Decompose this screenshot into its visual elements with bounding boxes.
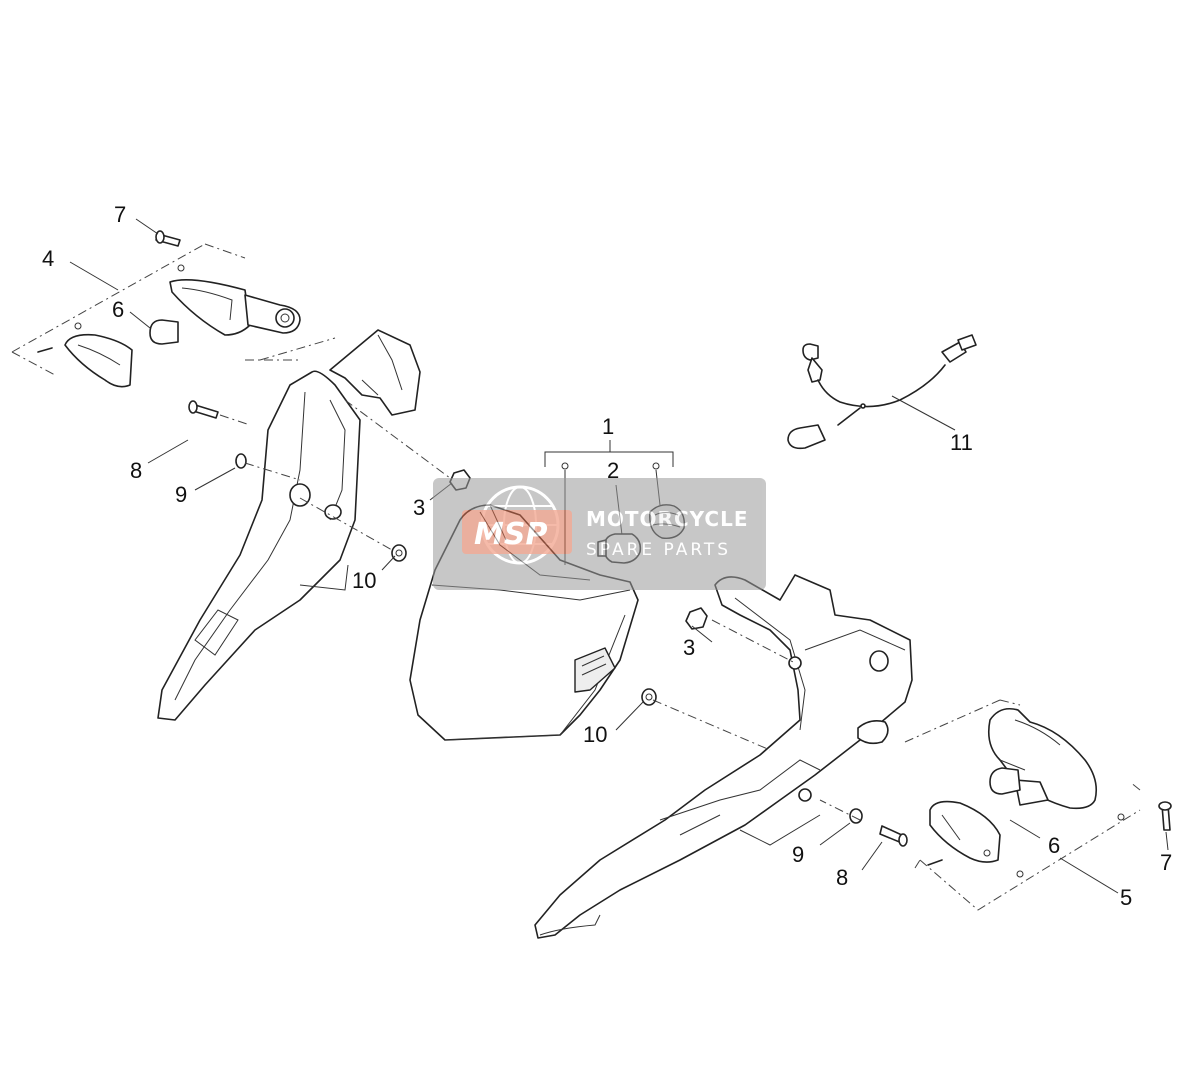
watermark-line2: SPARE PARTS	[586, 540, 731, 560]
globe-icon	[480, 485, 560, 565]
left-indicator-assembly	[11, 230, 336, 388]
callout-10-left: 10	[352, 568, 376, 593]
callout-11: 11	[950, 430, 973, 455]
callout-6-right: 6	[1048, 833, 1060, 858]
watermark: MSP MOTORCYCLE SPARE PARTS	[433, 478, 766, 590]
callout-9-right: 9	[792, 842, 804, 867]
callout-6-left: 6	[112, 297, 124, 322]
callout-5: 5	[1120, 885, 1132, 910]
callout-4: 4	[42, 246, 54, 271]
watermark-logo: MSP	[474, 517, 547, 552]
right-fasteners	[641, 607, 908, 847]
callout-8-right: 8	[836, 865, 848, 890]
leader-lines	[69, 218, 1169, 894]
watermark-line1: MOTORCYCLE	[586, 507, 748, 531]
right-indicator-assembly	[904, 699, 1172, 911]
callout-3-right: 3	[683, 635, 695, 660]
callout-1: 1	[602, 414, 614, 439]
right-side-fairing	[534, 574, 913, 939]
wire-harness-11	[787, 334, 977, 450]
callout-3-left: 3	[413, 495, 425, 520]
callout-10-right: 10	[583, 722, 607, 747]
left-side-fairing	[157, 329, 421, 721]
callout-7-left: 7	[114, 202, 126, 227]
callout-7-right: 7	[1160, 850, 1172, 875]
callout-8-left: 8	[130, 458, 142, 483]
callout-9-left: 9	[175, 482, 187, 507]
callout-2: 2	[607, 458, 619, 483]
